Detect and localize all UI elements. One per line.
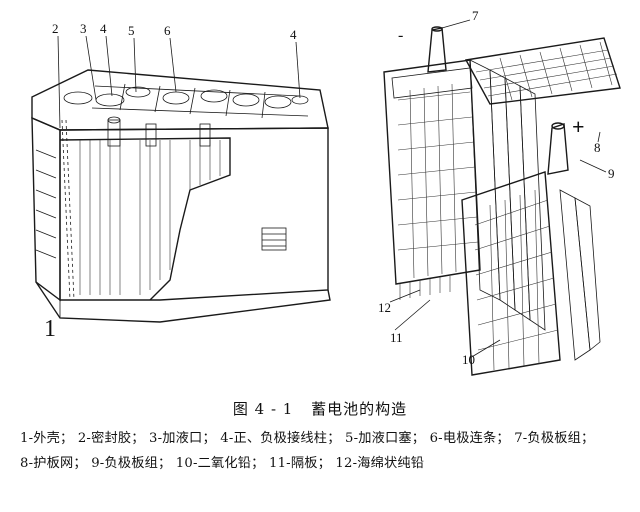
legend-item: 7-负极板组；	[514, 431, 595, 446]
callout-11: 11	[390, 330, 403, 345]
figure-caption: 图 4 - 1 蓄电池的构造	[0, 398, 640, 419]
legend-item: 5-加液口塞；	[345, 431, 426, 446]
legend-item: 9-负极板组；	[91, 456, 172, 471]
callout-6: 6	[164, 23, 171, 38]
callout-12: 12	[378, 300, 391, 315]
callout-2: 2	[52, 21, 59, 36]
callout-10: 10	[462, 352, 475, 367]
legend-item: 1-外壳；	[20, 431, 74, 446]
figure-number: 图 4 - 1	[232, 400, 294, 418]
legend-item: 6-电极连条；	[429, 431, 510, 446]
battery-structure-diagram: 2 3 4 5 6 4 7 8 9 12 11 10 1 - +	[31, 8, 621, 376]
legend-item: 12-海绵状纯铅	[335, 456, 425, 471]
callout-9: 9	[608, 166, 615, 181]
callout-4a: 4	[100, 21, 107, 36]
legend-item: 10-二氧化铅；	[175, 456, 265, 471]
callout-5: 5	[128, 23, 135, 38]
callout-7: 7	[472, 8, 479, 23]
legend-item: 8-护板网；	[20, 456, 87, 471]
callout-4b: 4	[290, 27, 297, 42]
callout-3: 3	[80, 21, 87, 36]
legend-item: 11-隔板；	[268, 456, 331, 471]
figure-title: 蓄电池的构造	[311, 400, 408, 418]
legend-item: 2-密封胶；	[77, 431, 145, 446]
battery-case-illustration	[31, 69, 331, 323]
callout-8: 8	[594, 140, 601, 155]
legend: 1-外壳； 2-密封胶； 3-加液口； 4-正、负极接线柱； 5-加液口塞； 6…	[20, 426, 625, 476]
legend-item: 3-加液口；	[149, 431, 216, 446]
callout-1: 1	[44, 316, 56, 342]
positive-sign: +	[572, 114, 585, 139]
legend-item: 4-正、负极接线柱；	[220, 431, 341, 446]
negative-sign: -	[398, 27, 403, 44]
plate-groups-illustration	[383, 26, 621, 376]
